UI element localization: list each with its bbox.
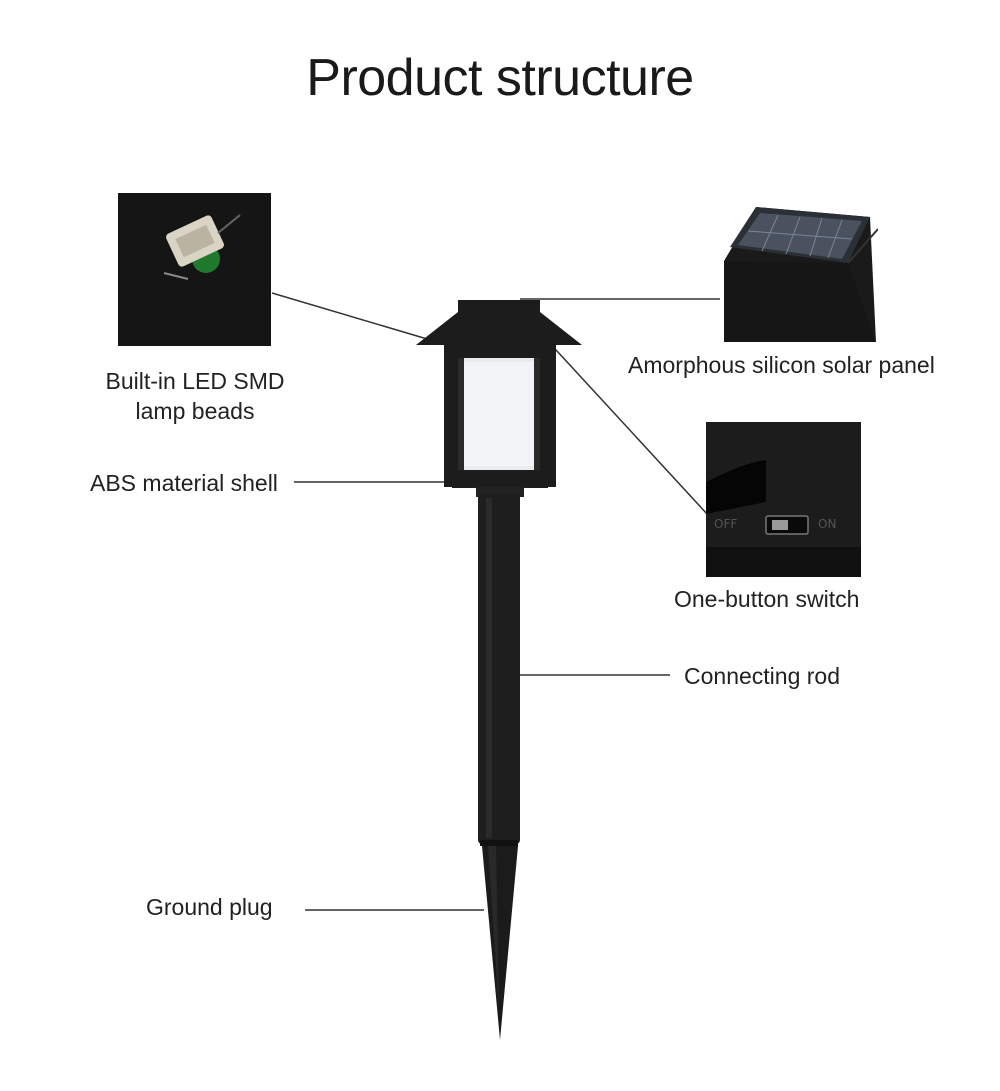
switch-icon: OFF ON xyxy=(706,422,861,577)
label-one-button-switch: One-button switch xyxy=(674,586,860,612)
lamp-top-cap xyxy=(458,300,540,312)
label-connecting-rod: Connecting rod xyxy=(684,663,840,689)
label-abs-shell: ABS material shell xyxy=(90,470,278,496)
label-led-lamp-beads: Built-in LED SMD lamp beads xyxy=(80,366,310,426)
solar-panel-icon xyxy=(720,199,878,342)
solar-panel-closeup-photo xyxy=(720,199,878,342)
svg-text:OFF: OFF xyxy=(714,517,737,531)
led-closeup-photo xyxy=(118,193,271,346)
lamp-roof xyxy=(416,312,582,345)
label-led-line2: lamp beads xyxy=(135,398,255,424)
label-solar-panel: Amorphous silicon solar panel xyxy=(628,352,935,378)
label-ground-plug: Ground plug xyxy=(146,894,273,920)
label-led-line1: Built-in LED SMD xyxy=(105,368,285,394)
solar-lamp xyxy=(416,300,582,1040)
ground-spike xyxy=(482,846,518,1040)
svg-text:ON: ON xyxy=(818,517,836,531)
page-title: Product structure xyxy=(306,49,694,107)
connecting-rod xyxy=(478,494,520,844)
led-chip-icon xyxy=(118,193,271,346)
switch-closeup-photo: OFF ON xyxy=(706,422,861,577)
leader-line-switch xyxy=(544,337,709,516)
lamp-base xyxy=(452,474,548,488)
